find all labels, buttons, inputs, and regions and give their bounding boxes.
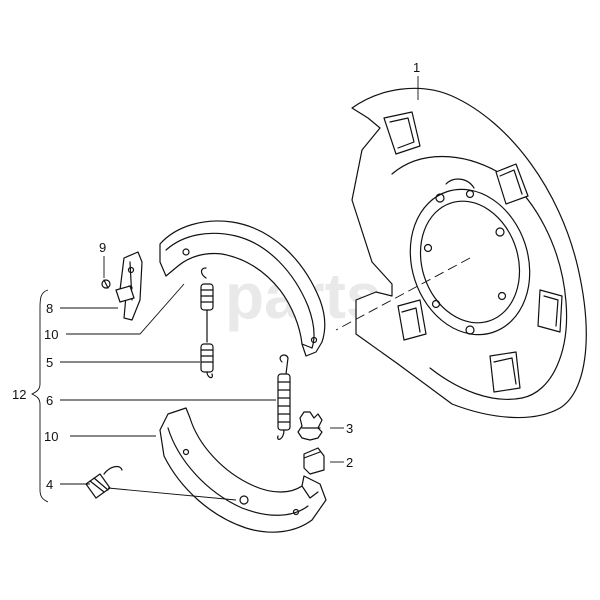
backing-plate: [335, 87, 587, 419]
callout-12: 12: [12, 387, 26, 402]
spring-4: [85, 465, 123, 499]
spring-6: [277, 354, 291, 440]
callout-3: 3: [346, 421, 353, 436]
upper-brake-shoe: [159, 220, 326, 357]
callout-leaders: [30, 76, 419, 503]
adjuster-sleeve: [303, 447, 325, 475]
callout-10-lower: 10: [44, 429, 58, 444]
callout-10-upper: 10: [44, 327, 58, 342]
spring-5: [200, 343, 214, 379]
spring-upper: [200, 267, 214, 343]
callout-labels: 1 2 3 4 5 6 8 9 10 10 12: [12, 60, 420, 492]
callout-4: 4: [46, 477, 53, 492]
callout-9: 9: [99, 240, 106, 255]
callout-8: 8: [46, 301, 53, 316]
callout-6: 6: [46, 393, 53, 408]
pin-9: [101, 279, 111, 289]
adjuster-wheel: [297, 411, 323, 441]
callout-5: 5: [46, 355, 53, 370]
callout-1: 1: [413, 60, 420, 75]
callout-2: 2: [346, 455, 353, 470]
lower-brake-shoe: [159, 407, 327, 533]
adjuster-lever: [115, 251, 143, 321]
